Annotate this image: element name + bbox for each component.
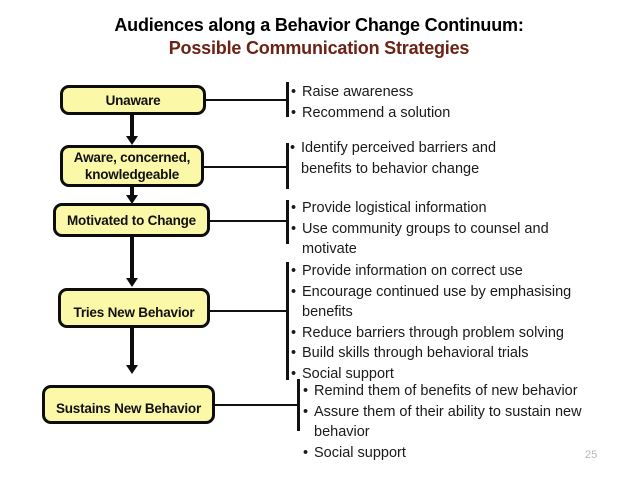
stage-box-tries[interactable]: Tries New Behavior bbox=[58, 288, 210, 328]
stage-label-aware: Aware, concerned, knowledgeable bbox=[70, 149, 194, 183]
strategy-text: motivate bbox=[302, 241, 357, 257]
flow-arrow-head-3 bbox=[126, 278, 138, 287]
bracket-line-aware bbox=[286, 143, 289, 189]
stage-label-motivated: Motivated to Change bbox=[67, 212, 196, 228]
bullet-dot-icon: • bbox=[291, 263, 297, 279]
strategy-item: • Reduce barriers through problem solvin… bbox=[291, 323, 571, 344]
page-title: Audiences along a Behavior Change Contin… bbox=[114, 15, 524, 35]
bracket-line-motivated bbox=[286, 200, 289, 244]
stage-label-unaware: Unaware bbox=[105, 92, 161, 108]
strategy-item-continuation: motivate bbox=[291, 239, 549, 260]
bracket-line-sustains bbox=[297, 379, 300, 431]
bullet-dot-icon: • bbox=[291, 84, 297, 100]
connector-line-motivated bbox=[210, 220, 287, 222]
strategy-text: Social support bbox=[302, 365, 394, 382]
stage-label-aware-line2: knowledgeable bbox=[84, 167, 180, 182]
bullet-dot-icon: • bbox=[291, 104, 297, 121]
strategy-text: Identify perceived barriers and bbox=[301, 140, 497, 156]
strategy-text: Provide information on correct use bbox=[302, 263, 523, 279]
bullet-dot-icon: • bbox=[303, 383, 309, 399]
bullet-dot-icon: • bbox=[291, 200, 297, 216]
bullet-dot-icon: • bbox=[303, 444, 309, 461]
strategy-item: • Remind them of benefits of new behavio… bbox=[303, 381, 582, 402]
strategy-item: • Encourage continued use by emphasising bbox=[291, 282, 571, 303]
strategy-item: • Identify perceived barriers and bbox=[290, 138, 496, 159]
connector-line-aware bbox=[204, 166, 287, 168]
page-subtitle: Possible Communication Strategies bbox=[168, 38, 470, 58]
bracket-line-unaware bbox=[286, 82, 289, 117]
strategy-group-tries: • Provide information on correct use • E… bbox=[291, 261, 571, 384]
strategy-item-continuation: benefits to behavior change bbox=[290, 159, 496, 180]
strategy-text: benefits bbox=[302, 304, 353, 320]
strategy-item: • Social support bbox=[303, 443, 582, 464]
connector-line-tries bbox=[210, 310, 287, 312]
strategy-text: Remind them of benefits of new behavior bbox=[314, 383, 578, 399]
flow-arrow-head-2 bbox=[126, 195, 138, 204]
strategy-text: Use community groups to counsel and bbox=[302, 220, 549, 237]
flow-arrow-shaft-1 bbox=[130, 115, 134, 137]
strategy-text: benefits to behavior change bbox=[301, 160, 480, 177]
flow-arrow-shaft-3 bbox=[130, 237, 134, 279]
strategy-text: behavior bbox=[314, 424, 370, 440]
strategy-group-motivated: • Provide logistical information • Use c… bbox=[291, 198, 549, 260]
strategy-text: Encourage continued use by emphasising bbox=[302, 283, 572, 300]
strategy-item: • Provide information on correct use bbox=[291, 261, 571, 282]
strategy-text: Build skills through behavioral trials bbox=[302, 345, 529, 361]
flow-arrow-head-4 bbox=[126, 365, 138, 374]
bullet-dot-icon: • bbox=[290, 140, 296, 156]
stage-label-aware-line1: Aware, concerned, bbox=[73, 150, 191, 165]
strategy-text: Reduce barriers through problem solving bbox=[302, 324, 564, 341]
stage-label-sustains: Sustains New Behavior bbox=[55, 401, 202, 416]
bullet-dot-icon: • bbox=[291, 220, 297, 237]
strategy-item-continuation: behavior bbox=[303, 422, 582, 443]
strategy-text: Recommend a solution bbox=[302, 104, 451, 121]
strategy-text: Raise awareness bbox=[302, 84, 414, 100]
stage-box-sustains[interactable]: Sustains New Behavior bbox=[42, 385, 215, 424]
connector-line-unaware bbox=[206, 99, 287, 101]
flow-arrow-head-1 bbox=[126, 136, 138, 145]
strategy-item: • Social support bbox=[291, 364, 571, 385]
strategy-text: Social support bbox=[314, 444, 406, 461]
strategy-group-unaware: • Raise awareness • Recommend a solution bbox=[291, 82, 450, 123]
bullet-dot-icon: • bbox=[291, 324, 297, 341]
bracket-line-tries bbox=[286, 262, 289, 380]
slide-title-block: Audiences along a Behavior Change Contin… bbox=[0, 14, 638, 60]
strategy-item-continuation: benefits bbox=[291, 302, 571, 323]
page-number: 25 bbox=[585, 449, 598, 461]
stage-box-aware[interactable]: Aware, concerned, knowledgeable bbox=[60, 145, 204, 187]
strategy-text: Provide logistical information bbox=[302, 200, 487, 216]
strategy-text: Assure them of their ability to sustain … bbox=[314, 403, 582, 420]
flow-arrow-shaft-2 bbox=[130, 187, 134, 196]
bullet-dot-icon: • bbox=[291, 365, 297, 382]
stage-label-tries: Tries New Behavior bbox=[73, 305, 195, 320]
bullet-dot-icon: • bbox=[291, 283, 297, 300]
stage-box-motivated[interactable]: Motivated to Change bbox=[53, 203, 210, 237]
connector-line-sustains bbox=[215, 404, 299, 406]
stage-box-unaware[interactable]: Unaware bbox=[60, 85, 206, 115]
strategy-item: • Build skills through behavioral trials bbox=[291, 343, 571, 364]
strategy-item: • Raise awareness bbox=[291, 82, 450, 103]
bullet-dot-icon: • bbox=[303, 403, 309, 420]
strategy-item: • Recommend a solution bbox=[291, 103, 450, 124]
bullet-dot-icon: • bbox=[291, 345, 297, 361]
strategy-group-aware: • Identify perceived barriers and benefi… bbox=[290, 138, 496, 179]
strategy-group-sustains: • Remind them of benefits of new behavio… bbox=[303, 381, 582, 463]
strategy-item: • Provide logistical information bbox=[291, 198, 549, 219]
flow-arrow-shaft-4 bbox=[130, 328, 134, 366]
strategy-item: • Use community groups to counsel and bbox=[291, 219, 549, 240]
strategy-item: • Assure them of their ability to sustai… bbox=[303, 402, 582, 423]
